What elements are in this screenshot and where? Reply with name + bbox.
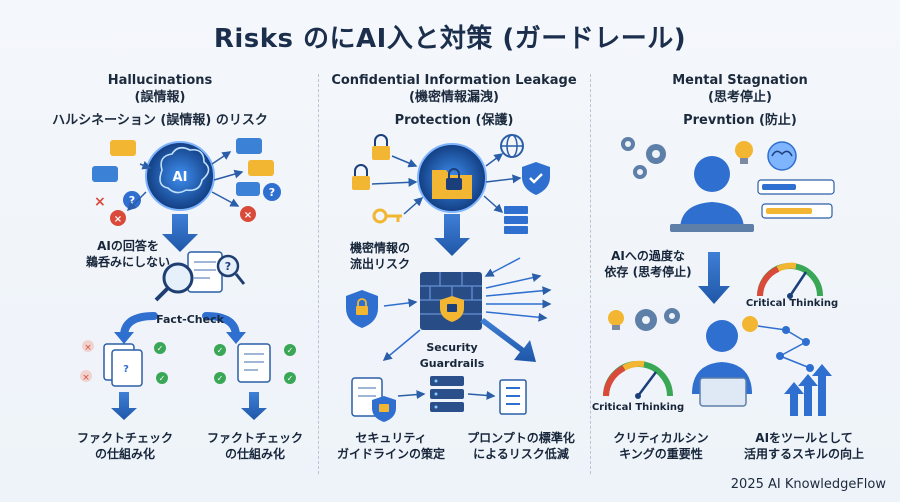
column-3-gauge-bottom-label: Critical Thinking [591,402,685,413]
page-title: Risks のにAI入と対策 (ガードレール) [213,24,687,54]
globe-icon [500,134,524,158]
column-1-left-result: ファクトチェック の仕組み化 [76,431,173,461]
column-2-center-label: Security Guardrails [419,341,485,370]
svg-text:✓: ✓ [217,374,224,383]
checklist-document-right-icon: ✓ ✓ ✓ ✓ [214,343,296,384]
checklist-icon [499,379,527,415]
column-3-heading-en: Mental Stagnation [672,73,808,88]
checklist-document-left-icon: ? × × ✓ ✓ [80,340,168,387]
svg-text:✓: ✓ [157,344,164,353]
svg-text:×: × [94,194,106,210]
growth-arrows-icon [784,364,832,416]
column-1-subheading: ハルシネーション (誤情報) のリスク [52,113,268,128]
column-3-gauge-top-label: Critical Thinking [745,298,839,309]
svg-text:×: × [82,373,90,383]
critical-thinking-gauge-bottom [603,360,673,399]
column-1-heading-jp: (誤情報) [134,90,186,105]
column-3-heading: Mental Stagnation (思考停止) [600,72,880,106]
gear-icons-top [621,137,666,179]
lightbulb-gear-row [608,308,680,331]
fact-check-magnifier-icon: ? [154,251,246,302]
key-icon [372,208,402,224]
person-at-desk-icon [670,156,754,232]
svg-text:×: × [114,214,122,225]
ai-brain-icon: AI [145,141,215,211]
column-1-right-result: ファクトチェック の仕組み化 [206,431,303,461]
branch-arrow-head-left [114,332,134,344]
column-2-risk-label: 機密情報の 流出リスク [349,241,410,271]
flow-arrows-col1 [126,151,244,212]
column-1-risk-label: AIの回答を 鵜呑みにしない [85,239,170,269]
column-2-heading-en: Confidential Information Leakage [331,73,577,88]
shield-lock-left-icon [346,290,378,328]
column-3-risk-label: AIへの過度な 依存 (思考停止) [604,249,692,279]
flow-arrows-bottom-col2 [397,390,496,400]
big-diagonal-arrow-col2 [480,318,536,362]
folder-lock-icon [417,143,487,213]
footer-copyright: 2025 AI KnowledgeFlow [730,477,886,492]
column-divider-left [318,74,319,474]
lightbulb-icon-top [735,141,753,164]
document-lock-icon [351,377,396,422]
error-x-icons: × × × [94,194,256,226]
svg-text:×: × [244,210,252,221]
svg-text:?: ? [129,194,135,207]
column-3-heading-jp: (思考停止) [708,90,772,105]
padlock-icons [352,134,390,190]
column-3-right-result: AIをツールとして 活用するスキルの向上 [743,431,864,461]
column-1-heading-en: Hallucinations [107,73,213,88]
column-2-right-result: プロンプトの標準化 によるリスク低減 [467,431,575,461]
down-arrow-col2 [434,214,470,256]
column-3-left-result: クリティカルシン キングの重要性 [613,431,709,461]
network-lightbulb-icon [742,316,814,372]
down-arrow-col3 [698,252,730,304]
data-stream-arrows [382,257,552,361]
svg-text:?: ? [269,186,275,199]
down-arrow-col1 [162,214,198,252]
branch-arrow-head-right [226,332,246,344]
column-2-heading-jp: (機密情報漏洩) [409,90,499,105]
svg-text:×: × [84,343,92,353]
server-rack-icon [430,376,464,412]
speech-bubble-icons [92,138,274,196]
svg-text:?: ? [225,260,231,273]
server-stack-icon [504,206,528,234]
column-2-heading: Confidential Information Leakage (機密情報漏洩… [325,72,583,106]
svg-text:?: ? [123,364,129,375]
critical-thinking-gauge-top [757,262,823,299]
person-with-laptop-icon [692,320,752,407]
firewall-icon [420,272,482,330]
result-arrow-col1-right [241,392,267,420]
brain-icon-col3 [767,141,797,171]
dashboard-panels [757,179,835,219]
shield-check-icon [522,162,550,195]
svg-text:✓: ✓ [159,374,166,383]
column-3-subheading: Prevntion (防止) [683,113,797,128]
svg-text:✓: ✓ [287,374,294,383]
column-divider-right [590,74,591,474]
column-2-left-result: セキュリティ ガイドラインの策定 [336,431,445,461]
svg-text:✓: ✓ [217,346,224,355]
ai-brain-label: AI [173,170,188,185]
column-1-center-label: Fact-Check [156,313,224,326]
svg-text:✓: ✓ [287,346,294,355]
flow-arrows-col2 [371,153,522,215]
result-arrow-col1-left [111,392,137,420]
column-2-subheading: Protection (保護) [394,113,514,128]
column-1-heading: Hallucinations (誤情報) [40,72,280,106]
